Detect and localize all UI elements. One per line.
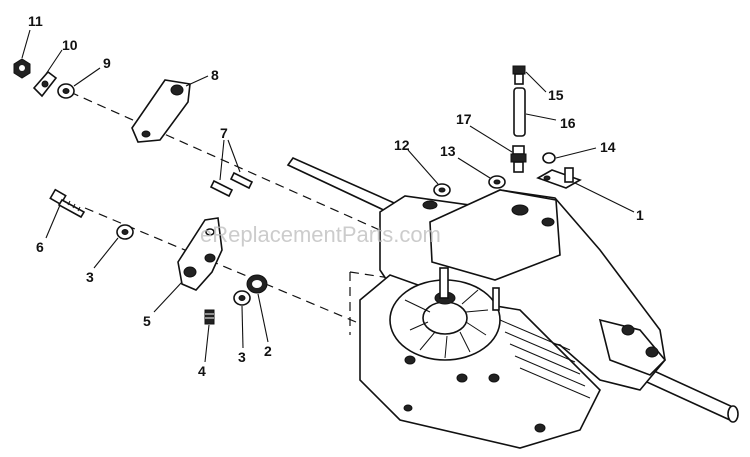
callout-4: 4 xyxy=(198,363,206,379)
part-8-bracket-arm xyxy=(131,79,191,143)
part-15-vent-plug xyxy=(512,65,526,85)
callout-16: 16 xyxy=(560,115,576,131)
callout-9: 9 xyxy=(103,55,111,71)
callout-7: 7 xyxy=(220,125,228,141)
part-3-washer-upper xyxy=(116,224,134,240)
part-17-fitting xyxy=(510,145,527,173)
part-9-washer xyxy=(57,83,75,99)
callout-11: 11 xyxy=(28,13,43,29)
part-16-tube xyxy=(513,87,526,137)
part-4-set-screw xyxy=(204,309,215,325)
part-5-shift-lever xyxy=(177,217,223,291)
callout-14: 14 xyxy=(600,139,616,155)
callout-15: 15 xyxy=(548,87,564,103)
part-2-seal xyxy=(246,274,268,294)
part-3-washer-lower xyxy=(233,290,251,306)
callout-3-lower: 3 xyxy=(238,349,246,365)
part-1-bracket xyxy=(536,167,582,189)
watermark-text: eReplacementParts.com xyxy=(200,222,441,247)
callout-1: 1 xyxy=(636,207,644,223)
callout-10: 10 xyxy=(62,37,78,53)
assembly-guide-lines xyxy=(69,91,421,335)
part-10-tab-washer xyxy=(32,70,58,98)
part-14-plug xyxy=(542,152,556,164)
callout-3-upper: 3 xyxy=(86,269,94,285)
part-6-bolt xyxy=(49,188,86,219)
transaxle-housing xyxy=(286,157,739,449)
part-13-washer xyxy=(488,175,506,189)
callout-leader-lines xyxy=(21,29,635,363)
part-12-washer xyxy=(433,183,451,197)
callout-2: 2 xyxy=(264,343,272,359)
callout-5: 5 xyxy=(143,313,151,329)
callout-17: 17 xyxy=(456,111,472,127)
callout-8: 8 xyxy=(211,67,219,83)
part-11-nut xyxy=(13,58,31,79)
callout-labels: 11 10 9 8 7 6 3 5 4 3 2 12 13 17 15 16 1… xyxy=(28,13,644,379)
callout-13: 13 xyxy=(440,143,456,159)
callout-12: 12 xyxy=(394,137,410,153)
part-7-dowel-pins xyxy=(209,171,254,198)
callout-6: 6 xyxy=(36,239,44,255)
